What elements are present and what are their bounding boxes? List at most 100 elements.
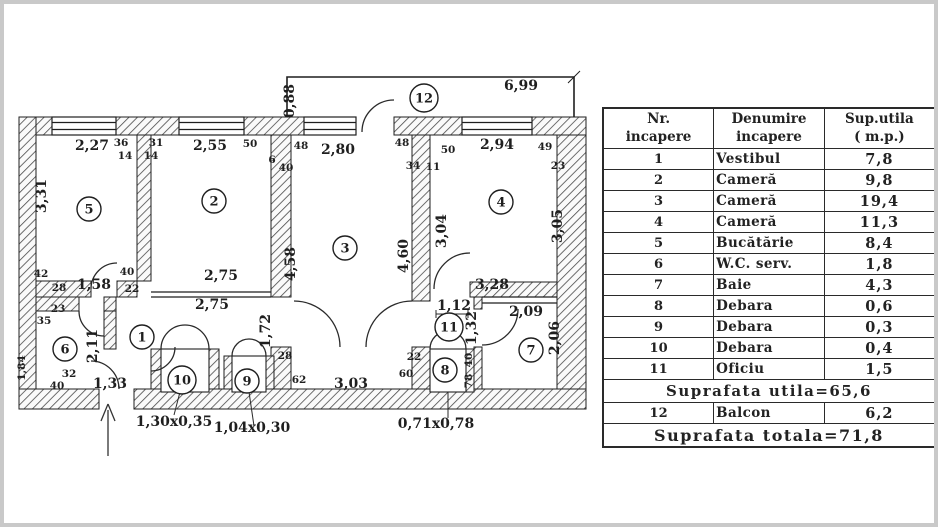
room-name: W.C. serv. (713, 253, 825, 276)
dimension-label: 6 (268, 154, 275, 166)
dimension-label: 28 (52, 282, 67, 294)
dimension-label: 2,55 (193, 138, 227, 154)
dimension-label: 2,27 (75, 138, 109, 154)
room-nr: 10 (602, 337, 715, 360)
room-area: 7,8 (823, 148, 934, 171)
dimension-label: 48 (395, 137, 410, 149)
room-area: 1,8 (823, 253, 934, 276)
dimension-label: 2,09 (509, 304, 543, 320)
room-nr: 12 (602, 402, 715, 425)
room-name: Debara (713, 295, 825, 318)
room-circle (167, 365, 197, 395)
dimension-label: 42 (34, 268, 49, 280)
total-row: Suprafata totala=71,8 (602, 423, 934, 448)
dimension-label: 34 (406, 160, 421, 172)
dimension-label: 2,80 (321, 142, 355, 158)
room-area: 0,3 (823, 316, 934, 339)
room-area: 19,4 (823, 190, 934, 213)
total-label: Suprafata totala=71,8 (602, 423, 934, 448)
dimension-label: 49 (538, 141, 553, 153)
room-number-label: 3 (340, 242, 349, 257)
room-number-label: 5 (84, 203, 93, 218)
col-header-suprafata: Sup.utila( m.p.) (823, 107, 934, 150)
room-number-label: 1 (137, 331, 146, 346)
dimension-label: 23 (551, 160, 566, 172)
room-circle (518, 337, 544, 363)
dimension-label: 4,60 (396, 239, 412, 273)
dimension-label: 0,88 (282, 84, 298, 118)
dimension-label: 3,05 (550, 209, 566, 243)
room-number-label: 7 (526, 344, 535, 359)
room-area: 1,5 (823, 358, 934, 381)
room-number-label: 4 (496, 196, 505, 211)
dimension-label: 40 (279, 162, 294, 174)
dimension-label: 50 (441, 144, 456, 156)
room-area: 9,8 (823, 169, 934, 192)
dimension-label: 23 (51, 303, 66, 315)
dimension-label: 31 (149, 137, 164, 149)
room-nr: 3 (602, 190, 715, 213)
dimension-label: 62 (292, 374, 307, 386)
subtotal-label: Suprafata utila=65,6 (602, 379, 934, 404)
dimension-label: 22 (125, 283, 140, 295)
room-circle (434, 312, 464, 342)
room-area: 8,4 (823, 232, 934, 255)
dimension-label: 35 (37, 315, 52, 327)
dimension-label: 1,04x0,30 (214, 420, 291, 436)
subtotal-row: Suprafata utila=65,6 (602, 379, 934, 404)
dimension-label: 2,94 (480, 137, 514, 153)
room-area: 0,6 (823, 295, 934, 318)
room-number-label: 2 (209, 195, 218, 210)
dimension-label: 4,58 (283, 247, 299, 281)
room-name: Balcon (713, 402, 825, 425)
room-number-label: 11 (440, 321, 458, 336)
dimension-label: 1,33 (93, 376, 127, 392)
room-circle (234, 368, 260, 394)
dimension-label: 40 (463, 353, 475, 368)
room-nr: 9 (602, 316, 715, 339)
dimension-label: 1,58 (77, 277, 111, 293)
table-row-balcon: 12 Balcon 6,2 (602, 402, 934, 425)
room-circle (129, 324, 155, 350)
dimension-label: 3,28 (475, 277, 509, 293)
room-circle (52, 336, 78, 362)
dimension-label: 0,71x0,78 (398, 416, 475, 432)
thin-partitions (151, 291, 557, 304)
dimension-label: 28 (278, 350, 293, 362)
door-arcs (78, 99, 519, 390)
dimension-label: 40 (120, 266, 135, 278)
dimension-label: 78 (463, 374, 475, 389)
room-area: 0,4 (823, 337, 934, 360)
dimension-label: 14 (144, 150, 159, 162)
dimension-label: 6,99 (504, 78, 538, 94)
room-area: 6,2 (823, 402, 934, 425)
room-circle (488, 189, 514, 215)
walls (18, 116, 587, 410)
dimension-label: 14 (118, 150, 133, 162)
room-name: Debara (713, 316, 825, 339)
dimension-label: 2,75 (195, 297, 229, 313)
dimension-label: 3,03 (334, 376, 368, 392)
room-name: Baie (713, 274, 825, 297)
windows (51, 116, 533, 136)
dimension-label: 1,12 (437, 298, 471, 314)
dimension-label: 40 (50, 380, 65, 392)
dimension-label: 48 (294, 140, 309, 152)
room-nr: 6 (602, 253, 715, 276)
room-name: Cameră (713, 211, 825, 234)
room-area: 11,3 (823, 211, 934, 234)
room-circle (409, 83, 439, 113)
dimension-label: 2,75 (204, 268, 238, 284)
